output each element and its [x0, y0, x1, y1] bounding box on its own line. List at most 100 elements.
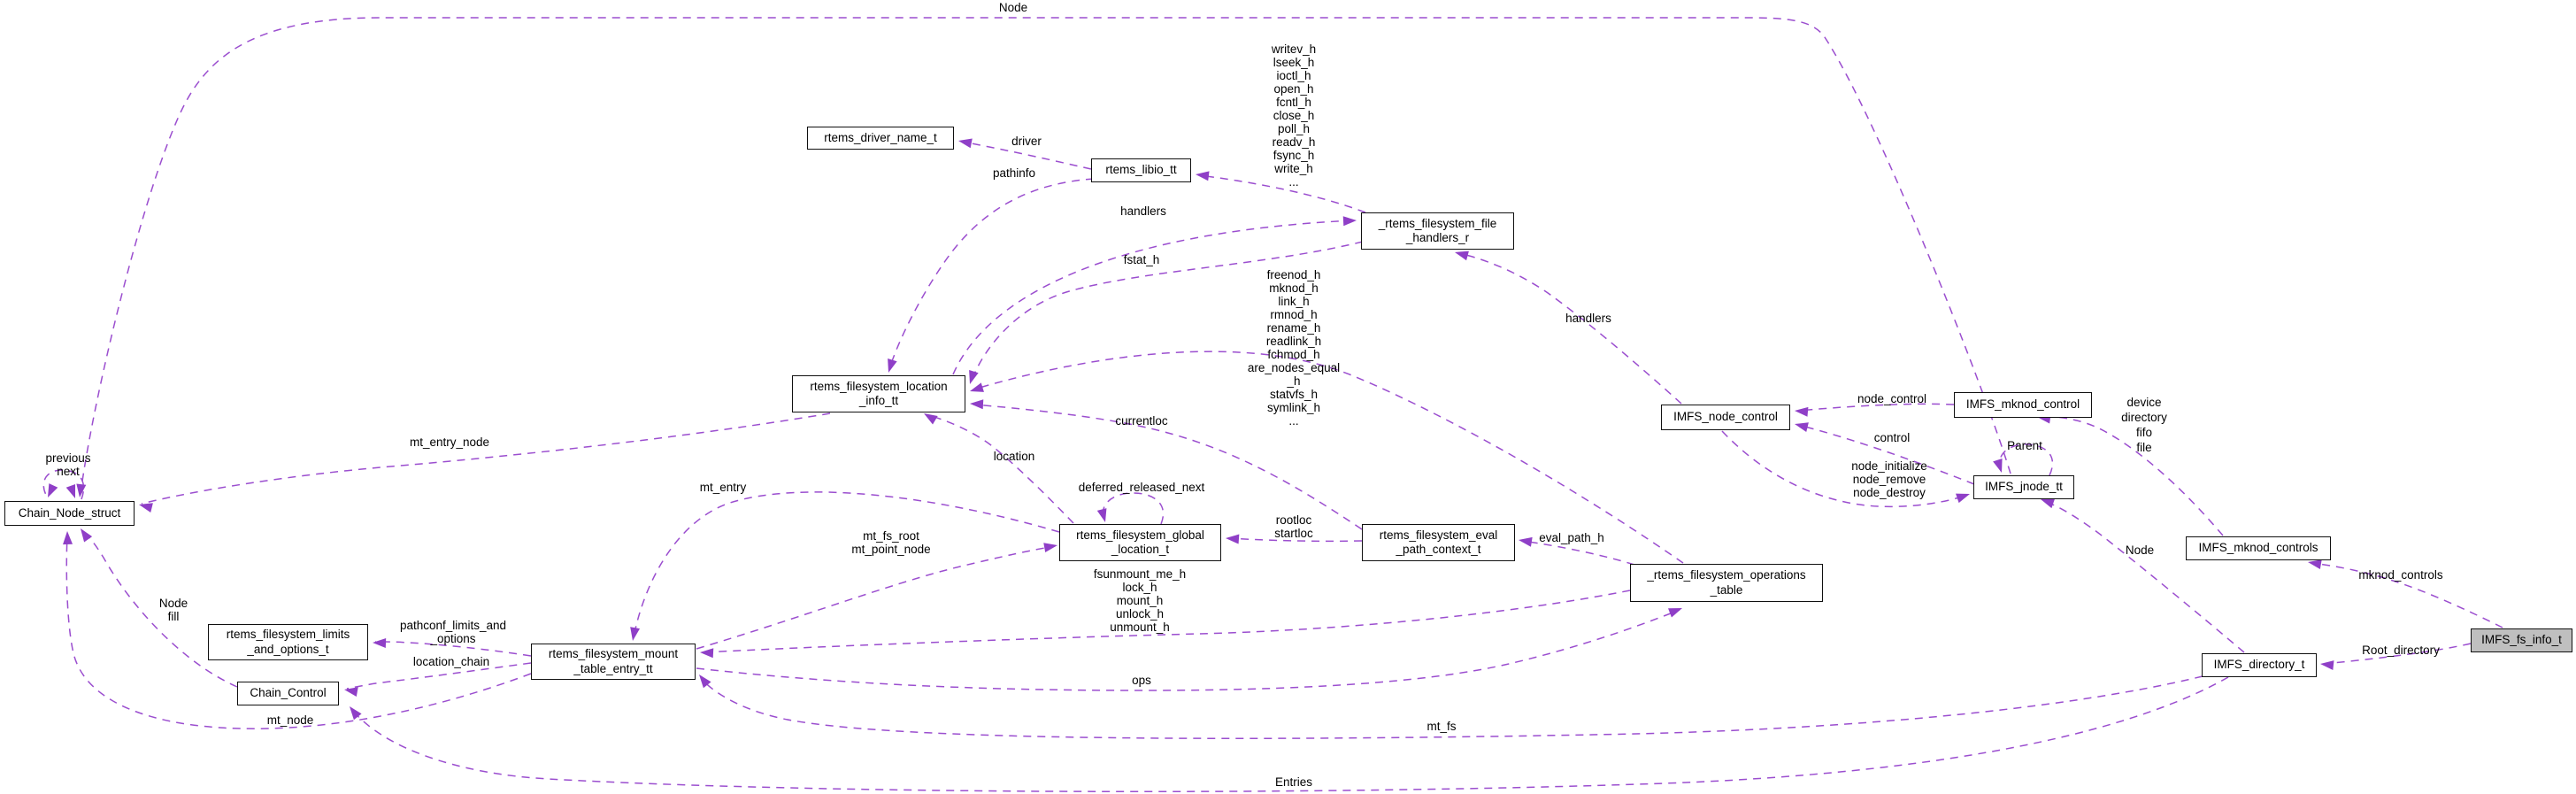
arrowhead-parent-self-loop — [1993, 459, 2003, 473]
edge-label-handlers-right: handlers — [1565, 312, 1611, 325]
edge-label-entries: Entries — [1275, 775, 1312, 789]
edge-label-line: driver — [1011, 135, 1042, 148]
edge-label-line: Parent — [2007, 439, 2042, 452]
edge-label-line: mt_entry_node — [409, 436, 490, 449]
edge-label-line: Node — [158, 597, 188, 610]
arrowhead-mt-fs-root — [1043, 543, 1057, 553]
node-imfs-node-control[interactable]: IMFS_node_control — [1661, 405, 1790, 430]
arrowhead-pathinfo — [888, 358, 897, 373]
arrowhead-mt-fs — [699, 675, 711, 689]
edge-driver — [961, 141, 1092, 170]
edge-label-ops: ops — [1132, 674, 1151, 687]
arrowhead-root-directory — [2320, 660, 2334, 671]
edge-node-initialize — [1721, 430, 1968, 508]
node-imfs-directory-t[interactable]: IMFS_directory_t — [2202, 653, 2317, 677]
edge-label-line: symlink_h — [1266, 401, 1321, 414]
edge-label-line: mt_fs — [1426, 720, 1457, 733]
arrowhead-node-right — [2041, 498, 2055, 509]
edge-label-line: _options — [430, 632, 476, 645]
edge-label-line: lseek_h — [1273, 56, 1315, 69]
edge-chain-node-self-loop — [42, 469, 85, 500]
edge-label-line: Entries — [1274, 775, 1313, 789]
edge-label-line: freenod_h — [1266, 268, 1321, 281]
edge-label-line: directory — [2121, 411, 2167, 424]
arrowhead-location — [924, 413, 938, 425]
node-chain-control[interactable]: Chain_Control — [237, 682, 339, 705]
node-rtems-filesystem-global-location-t[interactable]: rtems_filesystem_global_location_t — [1059, 524, 1221, 561]
edge-mt-node — [65, 534, 532, 729]
node-imfs-jnode-tt[interactable]: IMFS_jnode_tt — [1973, 475, 2074, 499]
edge-label-location-chain: location_chain — [413, 655, 489, 668]
arrowhead-node-fill — [81, 528, 93, 543]
edge-node-control — [1797, 403, 1955, 412]
node-label-line: IMFS_mknod_controls — [2198, 541, 2318, 555]
edge-label-line: _h — [1287, 374, 1301, 388]
edge-label-line: fsync_h — [1273, 149, 1315, 162]
node-rtems-filesystem-limits-and-options-t[interactable]: rtems_filesystem_limits_and_options_t — [208, 624, 368, 660]
edge-label-line: fstat_h — [1123, 253, 1160, 266]
edge-mt-entry-node — [141, 412, 831, 505]
edge-label-line: Node — [998, 1, 1028, 14]
edge-label-line: control — [1873, 431, 1911, 444]
arrowhead-mt-entry — [630, 627, 641, 641]
node-rtems-filesystem-mount-table-entry-tt[interactable]: rtems_filesystem_mount_table_entry_tt — [531, 644, 696, 680]
edge-handlers-left — [952, 220, 1355, 375]
arrowhead-node-control — [1795, 406, 1809, 417]
node-rtems-filesystem-operations-table[interactable]: _rtems_filesystem_operations_table — [1630, 564, 1823, 602]
edge-location — [927, 414, 1074, 524]
edge-label-driver: driver — [1011, 135, 1042, 148]
edge-label-line: mknod_h — [1269, 281, 1319, 295]
node-label-line: _handlers_r — [1405, 231, 1470, 244]
node-rtems-libio-tt[interactable]: rtems_libio_tt — [1091, 158, 1191, 182]
node-label-line: IMFS_directory_t — [2213, 658, 2305, 672]
arrowhead-ops — [1668, 608, 1682, 618]
edge-label-mt-entry-node: mt_entry_node — [410, 436, 489, 449]
node-label-line: IMFS_fs_info_t — [2481, 633, 2562, 647]
edge-label-line: are_nodes_equal — [1247, 361, 1341, 374]
edge-label-currentloc: currentloc — [1115, 414, 1167, 428]
edge-handlers-right — [1457, 252, 1682, 405]
edge-location-chain — [346, 662, 532, 690]
edge-label-mt-fs: mt_fs — [1426, 720, 1456, 733]
edge-label-line: poll_h — [1277, 122, 1311, 135]
node-label-line: IMFS_node_control — [1673, 410, 1778, 424]
node-label-line: _path_context_t — [1396, 543, 1481, 556]
node-rtems-filesystem-eval-path-context-t[interactable]: rtems_filesystem_eval_path_context_t — [1362, 524, 1515, 561]
node-imfs-mknod-controls[interactable]: IMFS_mknod_controls — [2186, 536, 2331, 560]
edge-freenod — [973, 351, 1684, 564]
node-chain-node-struct[interactable]: Chain_Node_struct — [4, 501, 135, 526]
edge-label-line: open_h — [1273, 82, 1314, 96]
edge-label-control: control — [1874, 431, 1911, 444]
node-imfs-fs-info-t[interactable]: IMFS_fs_info_t — [2471, 628, 2572, 652]
node-rtems-driver-name-t[interactable]: rtems_driver_name_t — [807, 127, 954, 150]
edge-label-line: startloc — [1274, 527, 1313, 540]
edge-label-line: handlers — [1565, 312, 1611, 325]
edge-label-line: deferred_released_next — [1078, 481, 1205, 494]
edge-label-line: writev_h — [1271, 42, 1317, 56]
node-label-line: IMFS_jnode_tt — [1985, 480, 2063, 494]
arrowhead-location-chain — [344, 687, 358, 698]
node-imfs-mknod-control[interactable]: IMFS_mknod_control — [1954, 392, 2092, 418]
arrowhead-rootloc-startloc — [1226, 534, 1240, 544]
edge-label-line: fsunmount_me_h — [1093, 567, 1187, 581]
node-label-line: Chain_Node_struct — [18, 505, 121, 520]
node-label-line: IMFS_mknod_control — [1965, 397, 2080, 412]
edge-label-deferred-released-next: deferred_released_next — [1079, 481, 1205, 494]
node-label-line: _and_options_t — [247, 642, 329, 656]
node-rtems-filesystem-file-handlers-r[interactable]: _rtems_filesystem_file_handlers_r — [1361, 212, 1514, 250]
edge-pathinfo — [888, 178, 1095, 370]
node-label-line: _table_entry_tt — [573, 661, 653, 675]
arrowhead-currentloc — [970, 399, 984, 410]
edge-label-line: rename_h — [1266, 321, 1321, 335]
node-rtems-filesystem-location-info-tt[interactable]: rtems_filesystem_location_info_tt — [792, 375, 965, 412]
edge-label-line: ioctl_h — [1276, 69, 1311, 82]
node-label-line: _info_tt — [858, 394, 899, 407]
edge-mknod-controls — [2311, 562, 2503, 628]
edge-label-line: mt_node — [266, 713, 314, 727]
edge-ops — [696, 609, 1680, 691]
edge-label-line: pathinfo — [992, 166, 1036, 180]
